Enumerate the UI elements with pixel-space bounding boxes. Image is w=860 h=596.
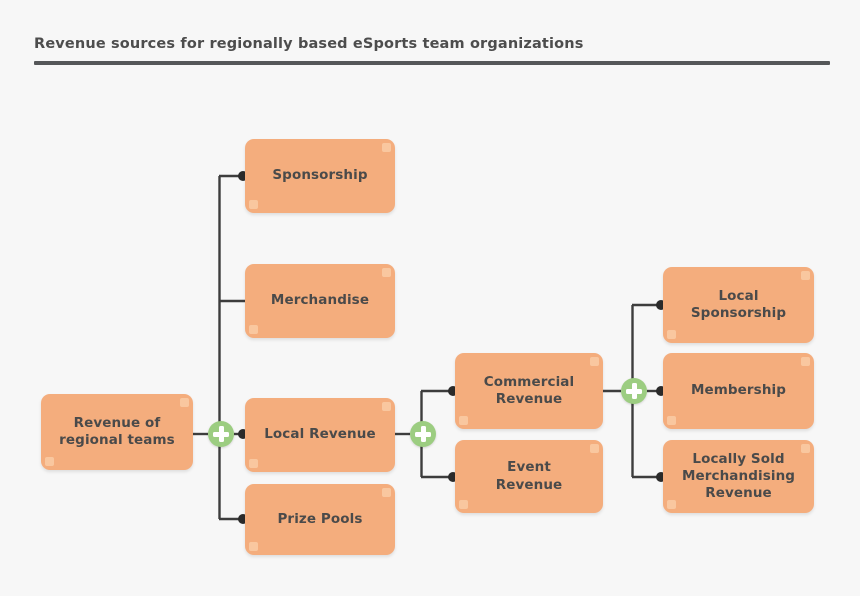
node-label: Prize Pools [277, 510, 363, 527]
junction-plus-commercial-revenue[interactable] [621, 378, 647, 404]
node-sponsorship[interactable]: Sponsorship [245, 139, 395, 213]
page-title: Revenue sources for regionally based eSp… [34, 36, 584, 52]
node-label: Sponsorship [272, 167, 368, 184]
node-label: Local Revenue [264, 426, 376, 443]
node-prize-pools[interactable]: Prize Pools [245, 484, 395, 555]
plus-vertical-bar [631, 383, 637, 399]
node-membership[interactable]: Membership [663, 353, 814, 429]
title-block: Revenue sources for regionally based eSp… [34, 36, 830, 66]
title-underline-rule [34, 61, 830, 66]
plus-vertical-bar [218, 426, 224, 442]
junction-plus-local-revenue[interactable] [410, 421, 436, 447]
plus-vertical-bar [420, 426, 426, 442]
node-label: Membership [690, 382, 787, 399]
node-local-revenue[interactable]: Local Revenue [245, 398, 395, 472]
junction-plus-root[interactable] [208, 421, 234, 447]
node-merchandise[interactable]: Merchandise [245, 264, 395, 338]
node-label: Merchandise [270, 292, 370, 309]
